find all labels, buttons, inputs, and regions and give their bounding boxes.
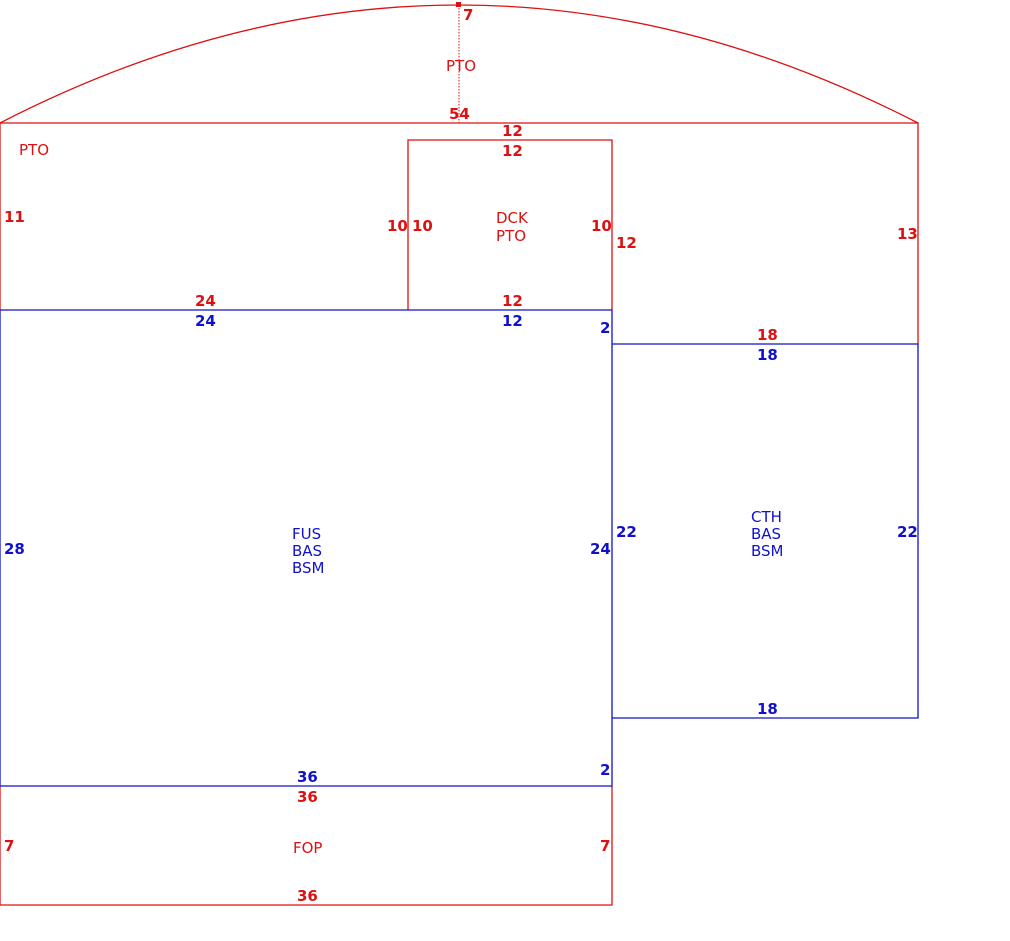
area-label-dck-line1: DCK [496, 209, 529, 227]
dim-cth-left: 22 [616, 523, 637, 541]
dim-cth-top-blue: 18 [757, 346, 778, 364]
area-label-dck-line2: PTO [496, 227, 526, 245]
dim-fus-top-right: 12 [502, 312, 523, 330]
dim-pto-bottom-left: 24 [195, 292, 216, 310]
fus-outline [0, 309, 613, 787]
area-label-fus-line2: BAS [292, 542, 322, 560]
area-label-fus-line3: BSM [292, 559, 325, 577]
dim-arc-rise: 7 [463, 6, 473, 24]
dim-dck-right-outer: 12 [616, 234, 637, 252]
dim-fop-bottom: 36 [297, 887, 318, 905]
dim-dck-bottom: 12 [502, 292, 523, 310]
dim-fus-right: 24 [590, 540, 611, 558]
area-label-fop: FOP [293, 839, 322, 857]
area-label-cth-line2: BAS [751, 525, 781, 543]
arc-apex-marker [456, 2, 461, 7]
dck-outline [407, 139, 613, 310]
area-label-cth-line3: BSM [751, 542, 784, 560]
fop-outline [0, 786, 613, 906]
dim-dck-top-outer: 12 [502, 122, 523, 140]
dim-dck-top-inner: 12 [502, 142, 523, 160]
dim-cth-bottom: 18 [757, 700, 778, 718]
dim-fop-top: 36 [297, 788, 318, 806]
dim-arc-chord: 54 [449, 105, 470, 123]
pto-main-outline [0, 122, 919, 344]
cth-outline [612, 343, 919, 719]
dim-dck-left-inner: 10 [412, 217, 433, 235]
dim-fus-left: 28 [4, 540, 25, 558]
area-label-pto-main: PTO [19, 141, 49, 159]
dim-fus-top-left: 24 [195, 312, 216, 330]
dim-cth-top-red: 18 [757, 326, 778, 344]
dim-pto-right: 13 [897, 225, 918, 243]
area-label-pto-arc: PTO [446, 57, 476, 75]
dim-fop-right: 7 [600, 837, 610, 855]
dim-dck-left-outer: 10 [387, 217, 408, 235]
area-label-cth-line1: CTH [751, 508, 782, 526]
dim-pto-left: 11 [4, 208, 25, 226]
dim-fop-left: 7 [4, 837, 14, 855]
dim-fus-notch-top: 2 [600, 319, 610, 337]
dim-dck-right-inner: 10 [591, 217, 612, 235]
dim-fus-notch-bottom: 2 [600, 761, 610, 779]
dim-cth-right: 22 [897, 523, 918, 541]
dim-fus-bottom: 36 [297, 768, 318, 786]
area-label-fus-line1: FUS [292, 525, 321, 543]
